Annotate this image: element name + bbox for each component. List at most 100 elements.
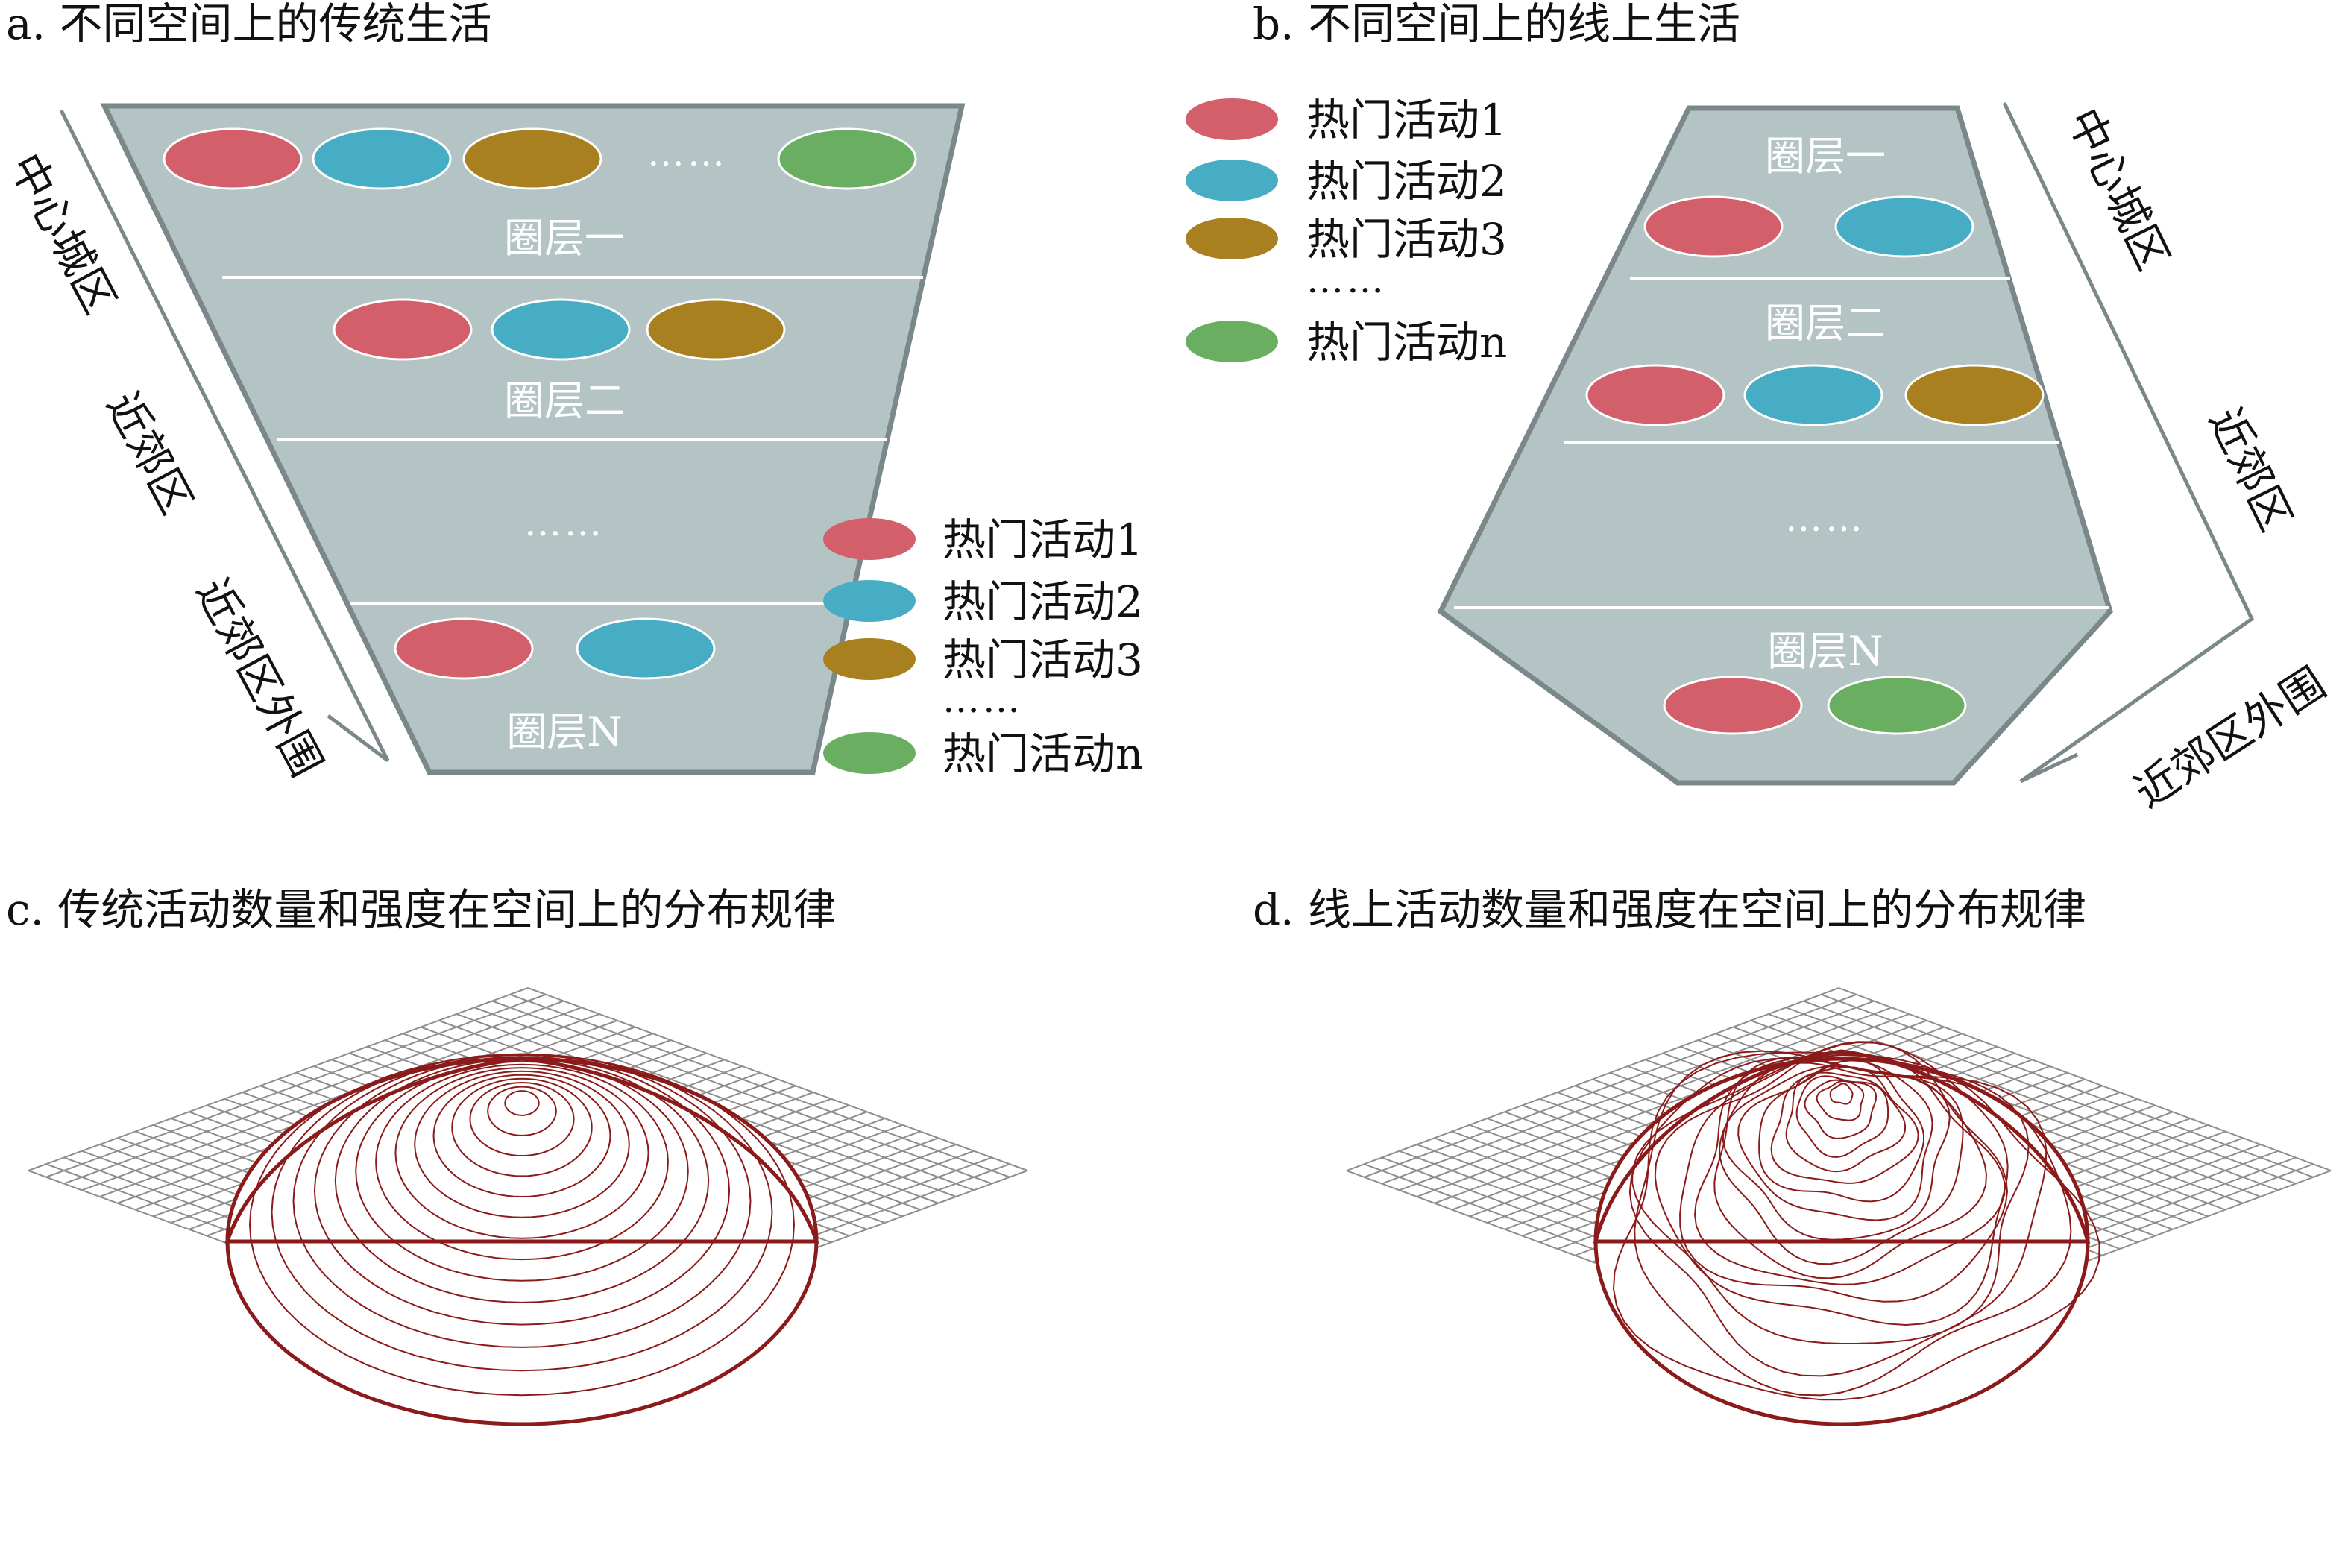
panel-a-layerN-label: 圈层N: [506, 708, 622, 755]
panel-b-layer-ellipsis: ……: [1785, 497, 1866, 540]
panel-a-layer2-activity2: [491, 298, 631, 361]
panel-c-title: c. 传统活动数量和强度在空间上的分布规律: [6, 884, 836, 935]
panel-a-legend-label-3: 热门活动3: [942, 635, 1143, 685]
panel-a-legend-ellipsis: ……: [942, 678, 1023, 721]
panel-a-layer-ellipsis: ……: [524, 501, 605, 544]
panel-a-layer1-label: 圈层一: [504, 215, 625, 262]
panel-a-legend-swatch-n: [823, 732, 916, 774]
contour-line: [1693, 1053, 2006, 1285]
panel-a-layer2-activity1: [333, 298, 473, 361]
panel-a-layerN-activity1: [394, 617, 534, 680]
panel-a-layer1-activityn: [777, 127, 917, 190]
panel-b-legend-label-n: 热门活动n: [1306, 317, 1507, 368]
grid-line: [509, 993, 1010, 1178]
panel-b-zone-2: 近郊区: [2199, 400, 2301, 538]
panel-b-layer2-activity3: [1904, 364, 2045, 426]
contour-line: [414, 1070, 630, 1218]
contour-line: [1634, 1050, 2072, 1397]
panel-b-layer2-label: 圈层二: [1765, 300, 1886, 347]
contour-line: [394, 1067, 649, 1239]
panel-a-legend-swatch-3: [823, 638, 916, 680]
panel-a-legend-swatch-2: [823, 580, 916, 622]
panel-b-legend-swatch-3: [1186, 218, 1278, 259]
panel-b-zone-arrow: [2002, 101, 2255, 784]
panel-a-legend-swatch-1: [823, 518, 916, 560]
contour-line: [375, 1063, 669, 1261]
panel-a-layer1-activity2: [312, 127, 452, 190]
panel-a-legend-label-n: 热门活动n: [942, 728, 1143, 779]
panel-a-layer1-ellipsis: ……: [647, 131, 728, 174]
contour-line: [334, 1058, 710, 1303]
grid-line: [1838, 987, 2332, 1171]
contour-line: [1719, 1062, 1964, 1265]
contour-line: [451, 1077, 593, 1177]
panel-a-layer1-activity3: [462, 127, 602, 190]
panel-b-zone-3: 近郊区外围: [2126, 658, 2335, 818]
grid-line: [1785, 1007, 2279, 1191]
panel-d-surface: [1346, 987, 2332, 1426]
panel-b-legend-label-3: 热门活动3: [1306, 214, 1507, 265]
mound-silhouette: [1593, 1049, 2091, 1244]
grid-line: [1821, 993, 2314, 1178]
contour-line: [248, 1053, 796, 1397]
contour-line: [487, 1086, 557, 1136]
panel-a-zone-2: 近郊区: [97, 384, 203, 523]
mound-rim: [225, 1057, 819, 1426]
panel-b-layer1-activity2: [1834, 195, 1974, 258]
panel-b-layer2-activity2: [1743, 364, 1883, 426]
panel-b-legend-ellipsis: ……: [1306, 258, 1387, 301]
panel-b-legend-swatch-1: [1186, 98, 1278, 140]
contour-line: [432, 1074, 611, 1198]
contour-line: [1829, 1083, 1854, 1105]
contour-line: [1770, 1066, 1919, 1184]
panel-b-layerN-activityn: [1827, 676, 1967, 735]
contour-line: [1737, 1059, 1933, 1221]
panel-a-legend-label-2: 热门活动2: [942, 576, 1143, 627]
panel-b-legend-swatch-n: [1186, 321, 1278, 362]
mound-rim: [1593, 1057, 2090, 1426]
panel-a-title: a. 不同空间上的传统生活: [6, 0, 491, 49]
contour-line: [313, 1056, 731, 1326]
panel-b-layer2-activity1: [1585, 364, 1725, 426]
contour-line: [1795, 1075, 1889, 1158]
contour-line: [1722, 1065, 1951, 1241]
contour-line: [469, 1081, 575, 1157]
panel-b-layerN-label: 圈层N: [1767, 628, 1883, 675]
panel-d-title: d. 线上活动数量和强度在空间上的分布规律: [1253, 884, 2086, 935]
grid-line: [1768, 1013, 2262, 1197]
grid-line: [473, 1007, 975, 1191]
contour-line: [1785, 1071, 1907, 1173]
contour-line: [504, 1090, 540, 1116]
contour-line: [1628, 1057, 2048, 1377]
panel-b-diagram: 圈层一 圈层二 …… 圈层N 中心城区 近郊区 近郊区外围: [1437, 100, 2335, 818]
contour-line: [1816, 1080, 1865, 1121]
panel-b-hexagon: [1437, 105, 2113, 786]
panel-b-legend: 热门活动1 热门活动2 热门活动3 …… 热门活动n: [1186, 95, 1507, 368]
panel-c-mound: [224, 1053, 819, 1426]
panel-b-title: b. 不同空间上的线上生活: [1253, 0, 1740, 49]
contour-line: [1804, 1079, 1878, 1139]
grid-line: [527, 987, 1028, 1171]
contour-line: [1654, 1041, 2009, 1326]
panel-d-mound: [1593, 1041, 2100, 1426]
panel-a-layer2-activity3: [646, 298, 786, 361]
panel-c-surface: [28, 987, 1028, 1426]
grid-line: [491, 1000, 992, 1185]
panel-b-layer1-activity1: [1643, 195, 1784, 258]
panel-a-diagram: …… 圈层一 圈层二 …… 圈层N 中心城区 近郊区 近郊区外围: [0, 103, 966, 785]
panel-b-legend-label-1: 热门活动1: [1306, 95, 1507, 145]
panel-b-legend-swatch-2: [1186, 160, 1278, 201]
panel-a-layerN-activity2: [576, 617, 716, 680]
contour-line: [355, 1060, 689, 1282]
panel-a-layer1-activity1: [163, 127, 303, 190]
panel-a-legend: 热门活动1 热门活动2 热门活动3 …… 热门活动n: [823, 514, 1143, 779]
panel-b-layerN-activity1: [1663, 676, 1803, 735]
panel-b-layer1-label: 圈层一: [1765, 133, 1886, 180]
grid-line: [1803, 1000, 2297, 1185]
panel-a-zone-3: 近郊区外围: [186, 570, 333, 785]
panel-a-zone-arrow: [59, 109, 390, 762]
contour-line: [1758, 1059, 1924, 1203]
panel-a-layer2-label: 圈层二: [504, 377, 625, 424]
panel-a-legend-label-1: 热门活动1: [942, 514, 1143, 565]
